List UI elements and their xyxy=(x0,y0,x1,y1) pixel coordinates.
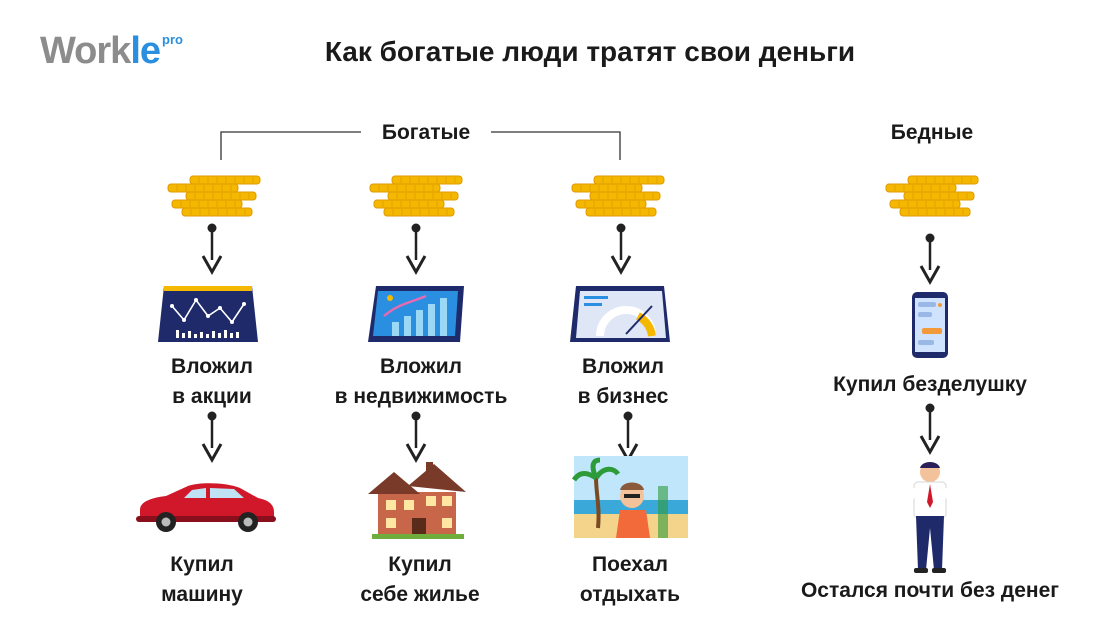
stocks-chart-icon xyxy=(158,286,258,342)
arrow-icon xyxy=(919,403,941,456)
coin-stack-icon xyxy=(167,175,261,217)
arrow-icon xyxy=(919,233,941,286)
label-line: машину xyxy=(161,583,243,606)
arrow-icon xyxy=(617,411,639,464)
label-line: в акции xyxy=(172,385,252,408)
coin-stack-icon xyxy=(571,175,665,217)
arrow-icon xyxy=(201,411,223,464)
label-line: Вложил xyxy=(582,355,664,378)
result-label-home: Купил себе жилье xyxy=(330,550,510,610)
house-icon xyxy=(368,462,466,539)
car-icon xyxy=(136,483,276,532)
step-label-business: Вложил в бизнес xyxy=(533,352,713,412)
step-label-trinket: Купил безделушку xyxy=(800,370,1060,400)
label-line: Купил безделушку xyxy=(833,373,1027,396)
label-line: Остался почти без денег xyxy=(800,579,1060,602)
arrow-icon xyxy=(201,223,223,276)
arrow-icon xyxy=(405,223,427,276)
group-label-rich: Богатые xyxy=(361,121,491,145)
real-estate-chart-icon xyxy=(368,286,464,342)
vacation-beach-icon xyxy=(571,456,688,538)
page-title: Как богатые люди тратят свои деньги xyxy=(324,36,856,67)
label-line: Купил xyxy=(170,553,234,576)
label-line: отдыхать xyxy=(579,583,681,606)
logo-part1: Work xyxy=(40,30,131,72)
business-gauge-icon xyxy=(570,286,670,342)
label-line: Вложил xyxy=(171,355,253,378)
worried-man-icon xyxy=(899,462,961,573)
logo-part2: le xyxy=(130,30,161,72)
step-label-real-estate: Вложил в недвижимость xyxy=(316,352,526,412)
label-line: себе жилье xyxy=(360,583,480,606)
group-label-poor: Бедные xyxy=(864,121,1000,145)
step-label-stocks: Вложил в акции xyxy=(122,352,302,412)
label-line: в недвижимость xyxy=(334,385,508,408)
result-label-car: Купил машину xyxy=(112,550,292,610)
label-line: Купил xyxy=(388,553,452,576)
label-line: Поехал xyxy=(591,553,669,576)
arrow-icon xyxy=(610,223,632,276)
label-line: в бизнес xyxy=(577,385,669,408)
arrow-icon xyxy=(405,411,427,464)
coin-stack-icon xyxy=(369,175,463,217)
coin-stack-icon xyxy=(885,175,979,217)
result-label-vacation: Поехал отдыхать xyxy=(540,550,720,610)
result-label-broke: Остался почти без денег xyxy=(770,576,1090,606)
phone-icon xyxy=(912,292,948,358)
logo-superscript: pro xyxy=(162,32,183,47)
label-line: Вложил xyxy=(380,355,462,378)
